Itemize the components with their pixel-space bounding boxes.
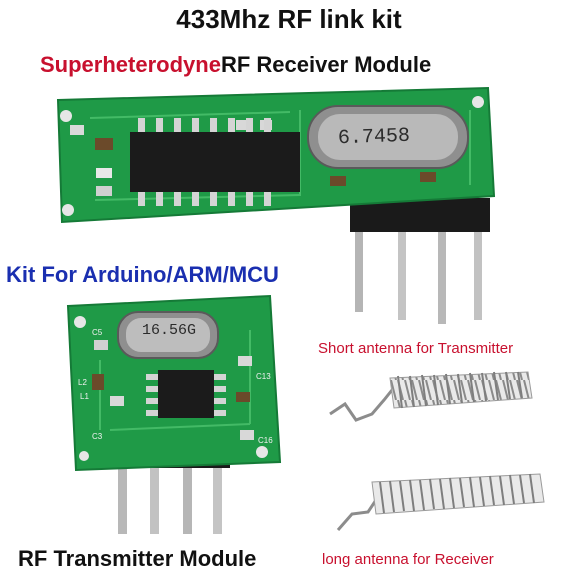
transmitter-caption: RF Transmitter Module — [18, 546, 257, 571]
receiver-caption: SuperheterodyneRF Receiver Module — [40, 52, 431, 78]
silkscreen-label: C13 — [256, 372, 271, 381]
receiver-crystal — [307, 105, 469, 169]
transmitter-crystal — [117, 311, 219, 359]
receiver-ic-chip — [130, 118, 300, 206]
short-antenna-label: Short antenna for Transmitter — [318, 340, 514, 357]
kit-label: Kit For Arduino/ARM/MCU — [6, 262, 279, 287]
transmitter-crystal-marking: 16.56G — [142, 322, 197, 339]
silkscreen-label: L2 — [78, 378, 87, 387]
receiver-caption-text: RF Receiver Module — [220, 52, 432, 77]
silkscreen-label: C5 — [92, 328, 103, 337]
silkscreen-label: C16 — [258, 436, 273, 445]
transmitter-ic-chip — [146, 370, 226, 418]
receiver-caption-highlight: Superheterodyne — [40, 52, 221, 77]
short-antenna — [329, 371, 533, 422]
receiver-header-pins — [350, 198, 490, 324]
silkscreen-label: C3 — [92, 432, 103, 441]
long-antenna-label: long antenna for Receiver — [322, 551, 494, 568]
silkscreen-label: L1 — [80, 392, 89, 401]
long-antenna — [336, 473, 545, 531]
page-title: 433Mhz RF link kit — [176, 4, 402, 34]
